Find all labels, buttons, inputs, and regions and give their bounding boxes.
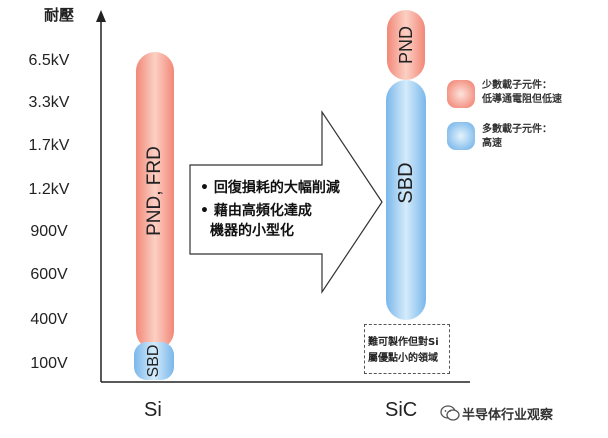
si-minority-bar <box>136 52 174 350</box>
watermark-text: 半导体行业观察 <box>462 408 554 423</box>
si-majority-bar <box>134 342 174 380</box>
sic-minority-label: PND <box>396 26 416 65</box>
legend-minority-desc: 低導通電阻但低速 <box>482 94 562 105</box>
level-label-400v: 400V <box>30 311 68 328</box>
wechat-icon <box>440 405 460 421</box>
column-label-sic: SiC <box>385 399 418 421</box>
arrow-point-1: • 回復損耗的大幅削減 <box>200 180 340 196</box>
level-label-900v: 900V <box>30 223 68 240</box>
legend-minority-title: 少數載子元件： <box>482 80 552 91</box>
improvement-arrow <box>189 110 383 294</box>
legend-majority-title: 多數載子元件： <box>482 124 552 135</box>
legend-majority-desc: 高速 <box>482 138 502 149</box>
legend-majority-text: 多數載子元件： 高速 <box>482 123 552 151</box>
level-label-1-7kv: 1.7kV <box>28 137 70 154</box>
level-label-6-5kv: 6.5kV <box>28 52 70 69</box>
level-label-100v: 100V <box>30 355 68 372</box>
arrow-point-2: • 藉由高頻化達成 <box>200 203 312 219</box>
note-line-1: 難可製作但對Si <box>368 337 439 348</box>
y-axis-arrowhead <box>96 10 106 22</box>
legend-minority-swatch <box>447 80 475 108</box>
column-label-si: Si <box>144 399 162 421</box>
level-label-1-2kv: 1.2kV <box>28 181 70 198</box>
legend-minority-text: 少數載子元件： 低導通電阻但低速 <box>482 79 562 107</box>
si-minority-label: PND, FRD <box>144 146 165 236</box>
level-label-600v: 600V <box>30 266 68 283</box>
sic-minority-bar <box>387 10 425 80</box>
sic-majority-bar <box>386 80 426 320</box>
note-line-2: 屬優點小的領域 <box>368 353 438 364</box>
sic-majority-label: SBD <box>395 162 417 204</box>
level-label-3-3kv: 3.3kV <box>28 94 70 111</box>
y-axis-title: 耐壓 <box>44 6 75 24</box>
note-box <box>364 324 450 374</box>
legend-majority-swatch <box>447 122 475 150</box>
si-majority-label: SBD <box>145 344 162 378</box>
arrow-point-2-cont: 機器的小型化 <box>210 223 294 239</box>
